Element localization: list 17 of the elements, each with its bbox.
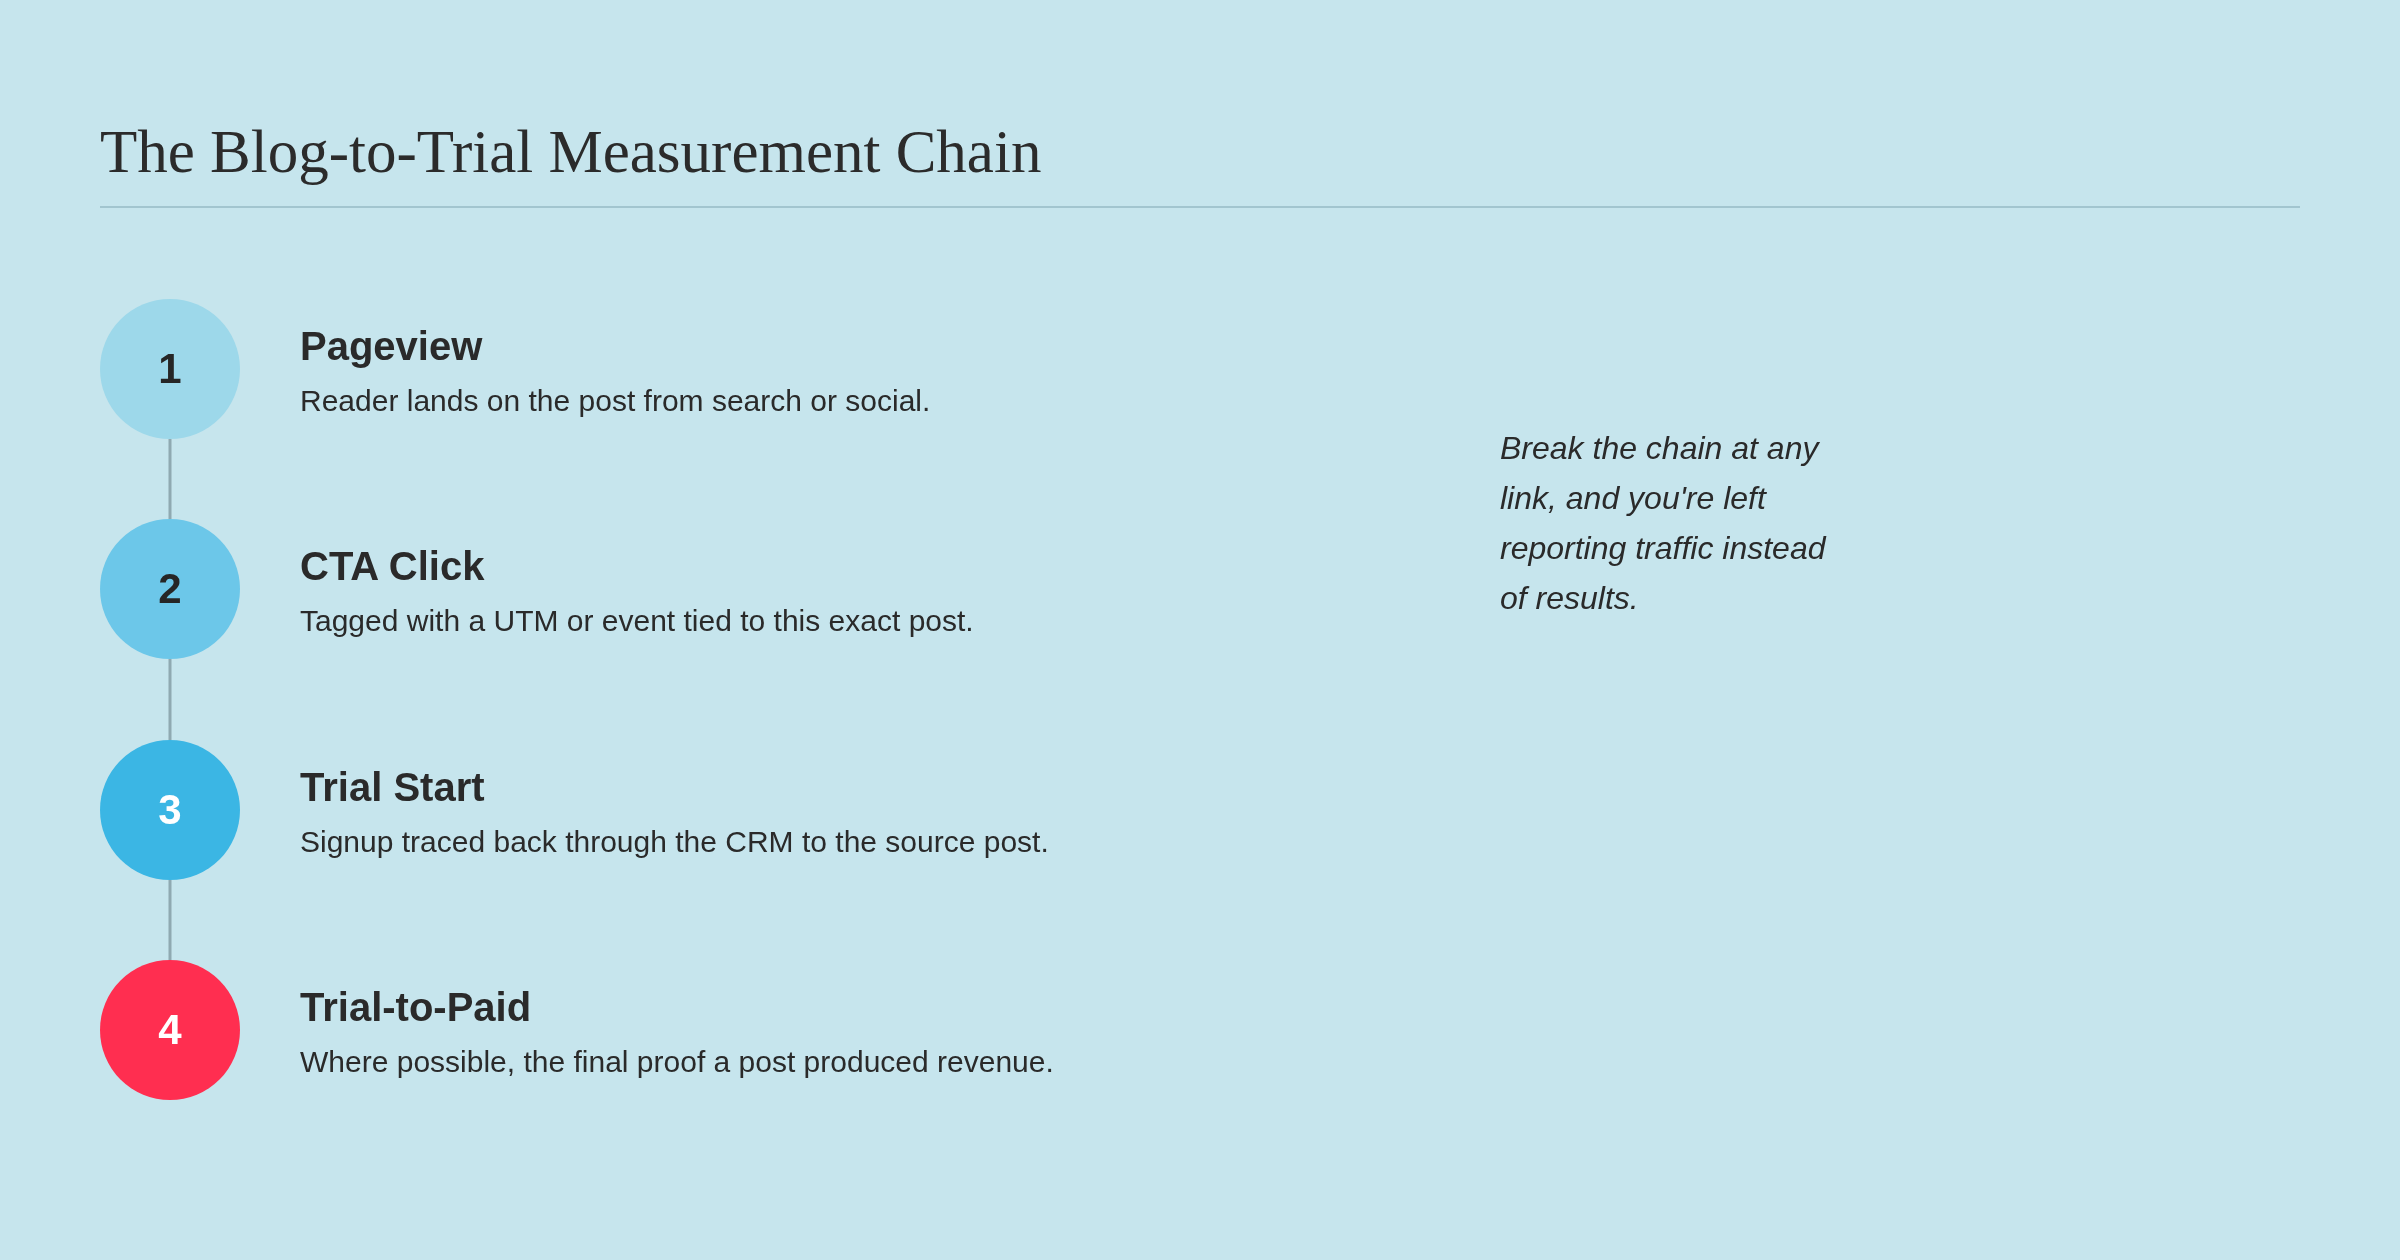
diagram-title: The Blog-to-Trial Measurement Chain bbox=[100, 117, 1042, 187]
step-title: Pageview bbox=[300, 323, 483, 370]
step-description: Where possible, the final proof a post produced revenue. bbox=[300, 1044, 1054, 1080]
step-number: 4 bbox=[158, 1006, 182, 1054]
step-description: Tagged with a UTM or event tied to this exact post. bbox=[300, 603, 974, 639]
step-number: 1 bbox=[158, 345, 182, 393]
side-note: Break the chain at any link, and you're left reporting traffic instead of results. bbox=[1500, 429, 1828, 618]
step-number: 2 bbox=[158, 565, 182, 613]
connector-line bbox=[168, 659, 172, 740]
step-title: Trial Start bbox=[300, 764, 485, 811]
step-title: Trial-to-Paid bbox=[300, 984, 532, 1031]
step-description: Reader lands on the post from search or social. bbox=[300, 383, 931, 419]
step-title: CTA Click bbox=[300, 543, 485, 590]
step-number: 3 bbox=[158, 786, 182, 834]
connector-line bbox=[168, 880, 172, 960]
step-description: Signup traced back through the CRM to the source post. bbox=[300, 824, 1049, 860]
connector-line bbox=[168, 439, 172, 519]
